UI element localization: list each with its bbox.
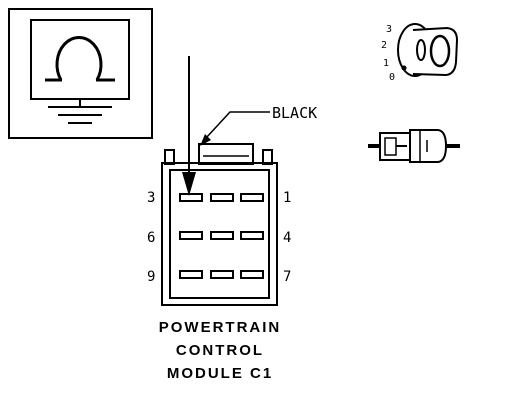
pin-label-6: 6 [147, 230, 155, 246]
cavity [210, 193, 234, 202]
connector-title-line-2: CONTROL [175, 342, 265, 359]
cavity-row-top [179, 193, 264, 202]
cavity-row-middle [179, 231, 264, 240]
cavity-row-bottom [179, 270, 264, 279]
cavity [210, 231, 234, 240]
ignition-position-2: 2 [381, 40, 387, 51]
wire-color-leader [200, 111, 270, 146]
ohmmeter-icon [8, 8, 153, 139]
cavity [240, 231, 264, 240]
cavity [179, 270, 203, 279]
cavity [240, 270, 264, 279]
pin-label-4: 4 [283, 230, 291, 246]
pin-label-7: 7 [283, 269, 291, 285]
connector-title-line-1: POWERTRAIN [158, 319, 282, 336]
cavity [210, 270, 234, 279]
pin-label-3: 3 [147, 190, 155, 206]
connector-title-line-3: MODULE C1 [166, 365, 274, 382]
cavity [179, 231, 203, 240]
cavity [179, 193, 203, 202]
ignition-key-icon [397, 23, 459, 77]
wire-color-label: BLACK [272, 104, 317, 122]
cavity [240, 193, 264, 202]
pin-label-9: 9 [147, 269, 155, 285]
probe-arrow [182, 56, 196, 196]
ignition-position-1: 1 [383, 58, 389, 69]
connector-plug-icon [368, 129, 460, 163]
ignition-position-0: 0 [389, 72, 395, 83]
terminal-cavities [179, 193, 264, 279]
connector-body [161, 143, 278, 306]
pin-label-1: 1 [283, 190, 291, 206]
ignition-position-3: 3 [386, 24, 392, 35]
